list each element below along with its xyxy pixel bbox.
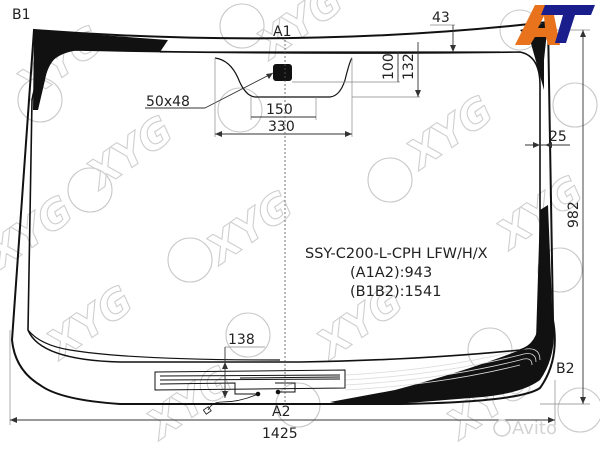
bracket-small-label: 100	[381, 53, 397, 80]
windshield-outline	[10, 20, 556, 405]
side-band-label: 25	[549, 129, 567, 145]
svg-text:XYG: XYG	[0, 187, 82, 280]
width-label: 1425	[262, 426, 298, 442]
wiper-heater-element	[154, 369, 346, 415]
lower-left-curve	[27, 329, 281, 361]
measurement-a1a2: (A1A2):943	[350, 265, 432, 281]
svg-text:XYG: XYG	[397, 87, 502, 180]
height-label: 982	[566, 201, 582, 228]
mirror-bracket-area: 50x48 150 330 100 132	[145, 42, 421, 137]
at-logo-icon	[515, 5, 595, 45]
frit-bottom-right	[330, 310, 555, 404]
frit-top-left	[33, 30, 168, 110]
heating-lines-bottom	[344, 348, 541, 391]
point-b2-label: B2	[556, 361, 575, 377]
bracket-large-label: 132	[401, 53, 417, 80]
svg-text:XYG: XYG	[247, 0, 352, 70]
point-a2-label: A2	[272, 404, 290, 420]
avito-watermark: Avito	[493, 418, 557, 439]
top-band-label: 43	[432, 10, 450, 26]
inner-width-label: 150	[266, 102, 293, 118]
measurement-b1b2: (B1B2):1541	[350, 284, 441, 300]
heater-offset-label: 138	[228, 332, 255, 348]
svg-text:XYG: XYG	[197, 182, 302, 275]
point-b1-label: B1	[12, 7, 31, 23]
part-code: SSY-C200-L-CPH LFW/H/X	[305, 246, 488, 262]
sensor-pad	[273, 64, 292, 81]
sensor-size-label: 50x48	[146, 94, 190, 110]
outer-width-label: 330	[268, 119, 295, 135]
glass-inner-edge	[27, 49, 541, 363]
svg-text:XYG: XYG	[77, 107, 182, 200]
point-a1-label: A1	[273, 24, 291, 40]
frit-top-right	[520, 22, 548, 90]
glass-outer-edge	[10, 20, 556, 405]
part-info-block: SSY-C200-L-CPH LFW/H/X (A1A2):943 (B1B2)…	[305, 246, 488, 300]
avito-watermark-text: Avito	[512, 418, 557, 439]
bracket-outline	[214, 57, 353, 98]
